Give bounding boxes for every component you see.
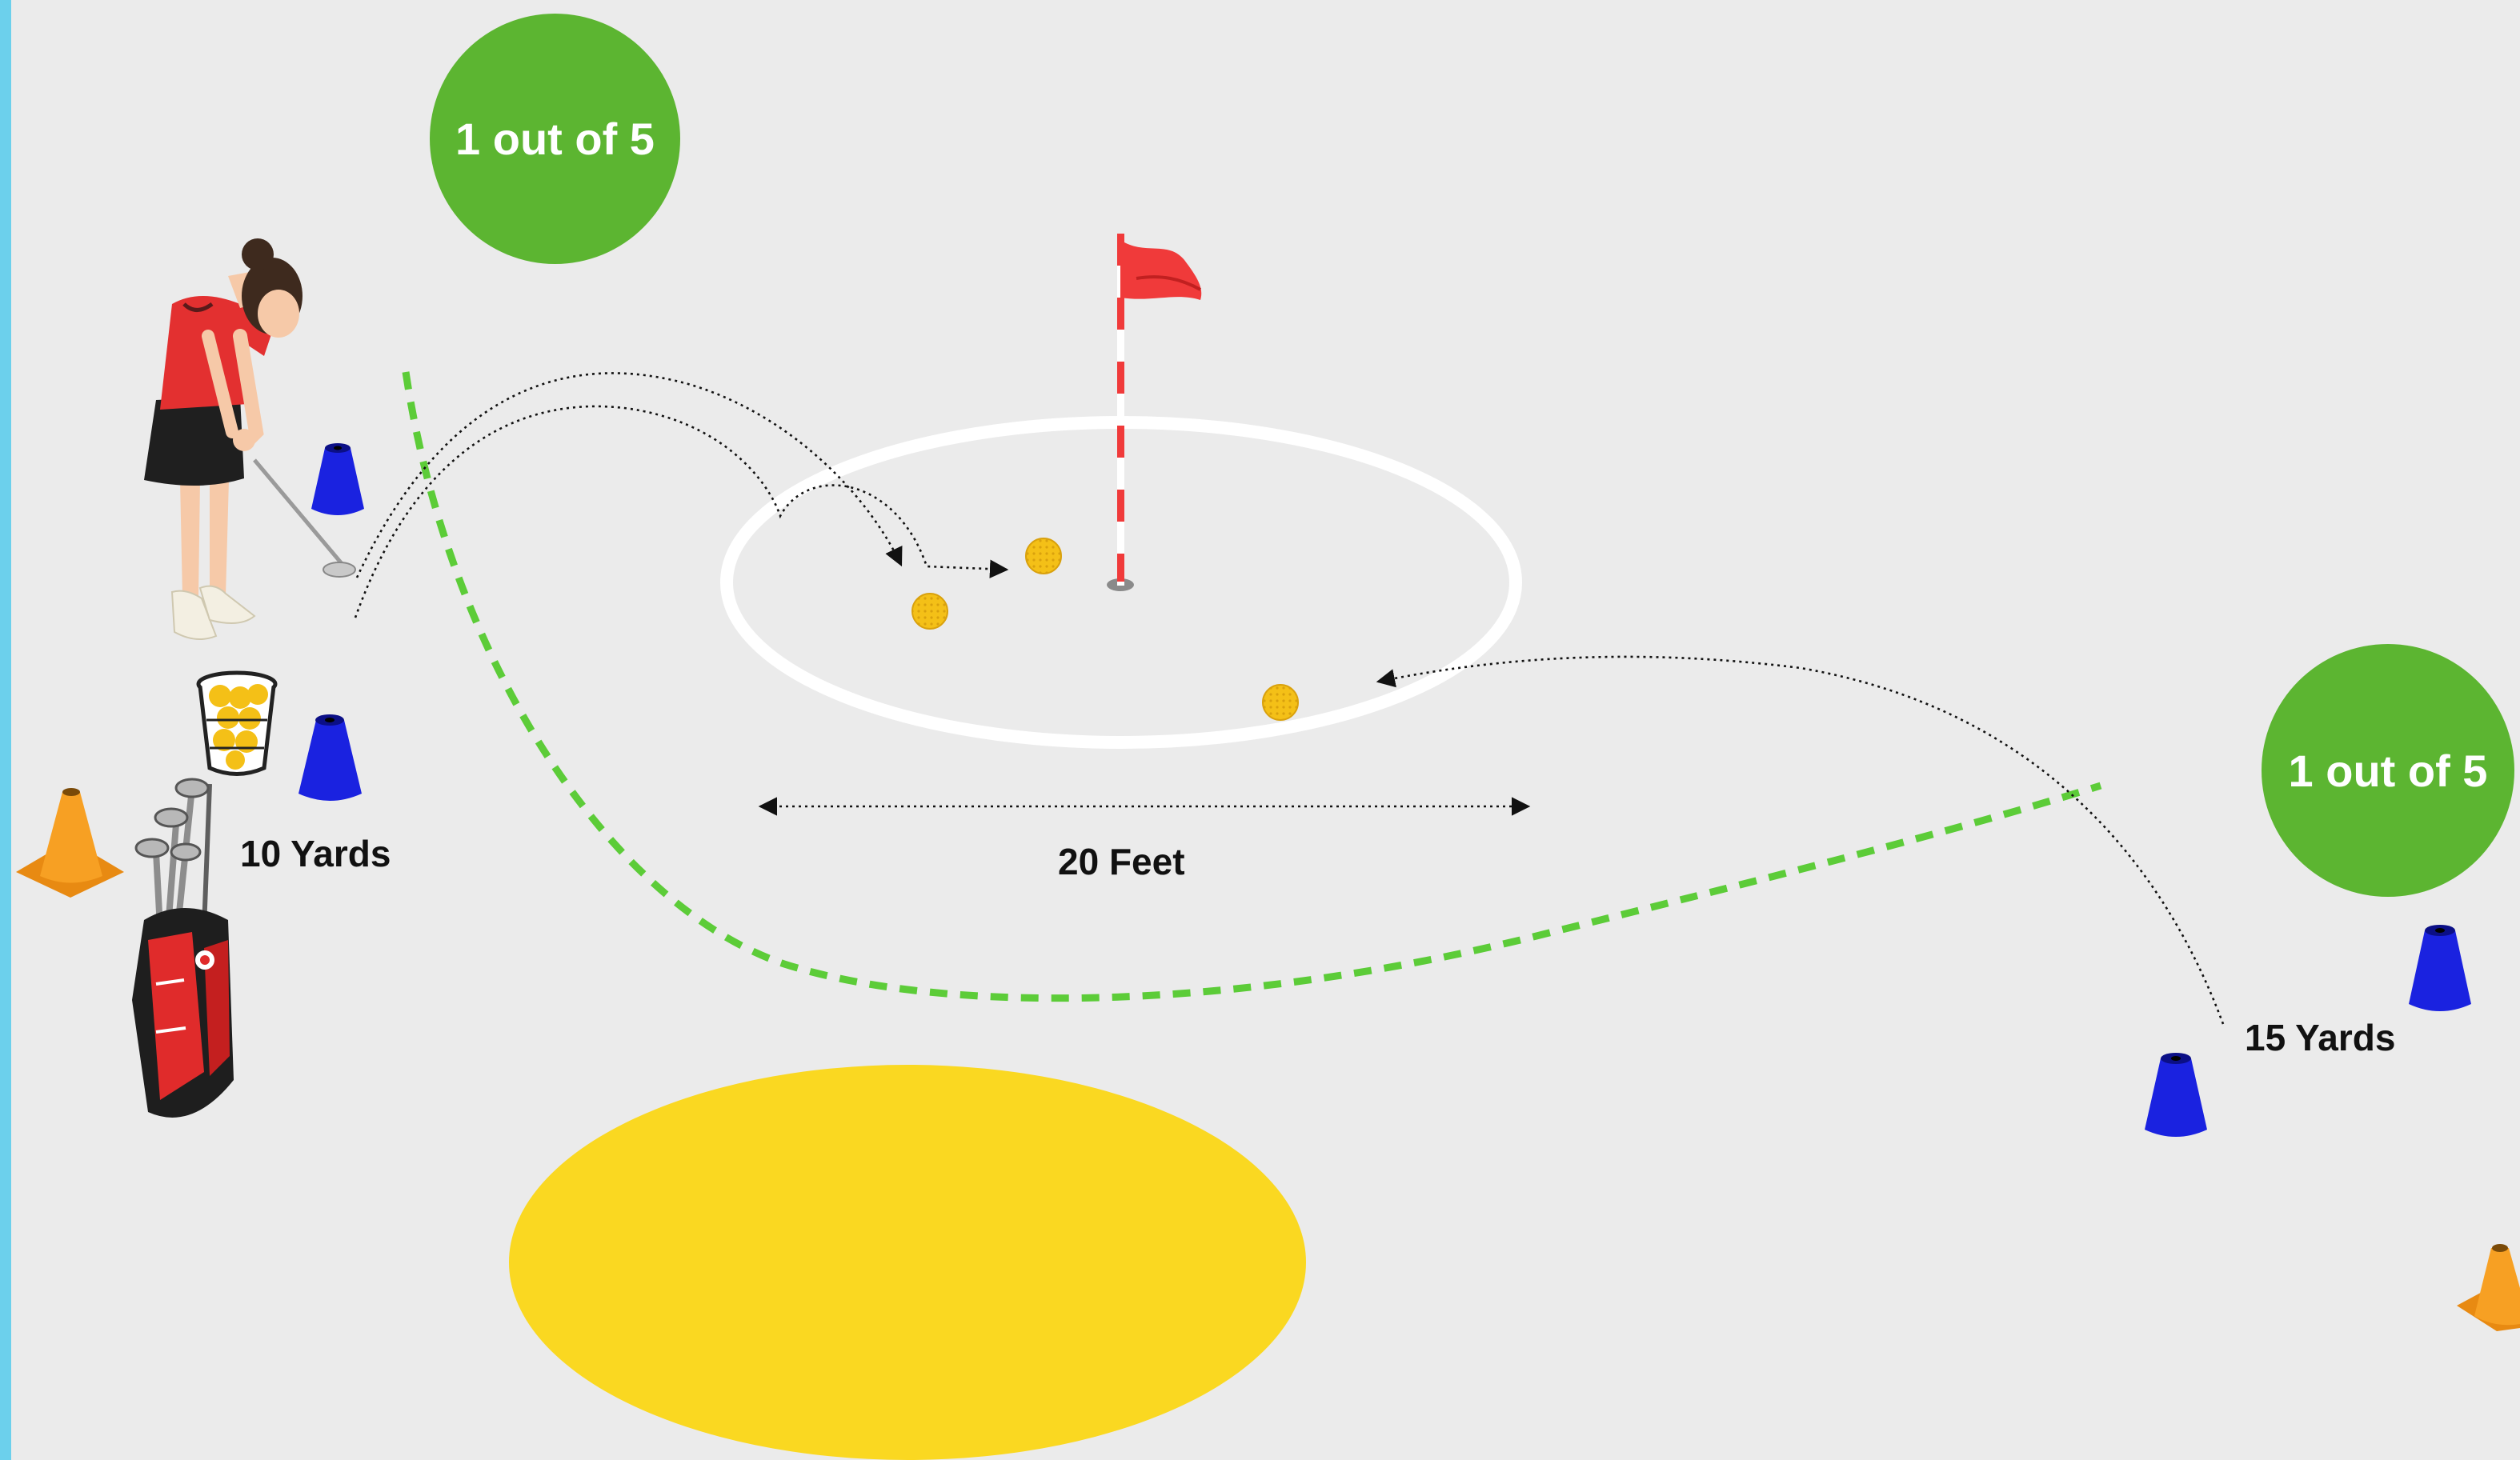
ball-bucket-icon <box>198 673 275 774</box>
marker-cone-icon <box>2145 1053 2207 1137</box>
traffic-cone-icon <box>2457 1244 2520 1331</box>
distance-label-far: 15 Yards <box>2245 1016 2395 1059</box>
success-counter-badge: 1 out of 5 <box>2262 644 2514 897</box>
traffic-cone-icon <box>16 788 124 898</box>
golf-ball-icon <box>1026 538 1061 574</box>
accent-bar <box>0 0 11 1460</box>
badge-text: 1 out of 5 <box>2289 745 2488 797</box>
boundary-line <box>406 372 2101 998</box>
golf-ball-icon <box>912 594 948 629</box>
marker-cone-icon <box>298 714 362 801</box>
golf-ball-icon <box>1263 685 1298 720</box>
green-width-label: 20 Feet <box>1058 840 1185 883</box>
distance-label-near: 10 Yards <box>240 832 391 875</box>
badge-text: 1 out of 5 <box>455 113 655 165</box>
marker-cone-icon <box>2409 925 2471 1011</box>
marker-cone-icon <box>311 443 364 515</box>
golfer-icon <box>144 238 355 639</box>
target-zone <box>509 1065 1306 1460</box>
success-counter-badge: 1 out of 5 <box>430 14 680 264</box>
trajectory-right <box>1378 657 2223 1024</box>
flag-pin-icon <box>1107 234 1201 591</box>
golf-bag-icon <box>132 779 234 1118</box>
trajectory-lower <box>355 406 1007 618</box>
